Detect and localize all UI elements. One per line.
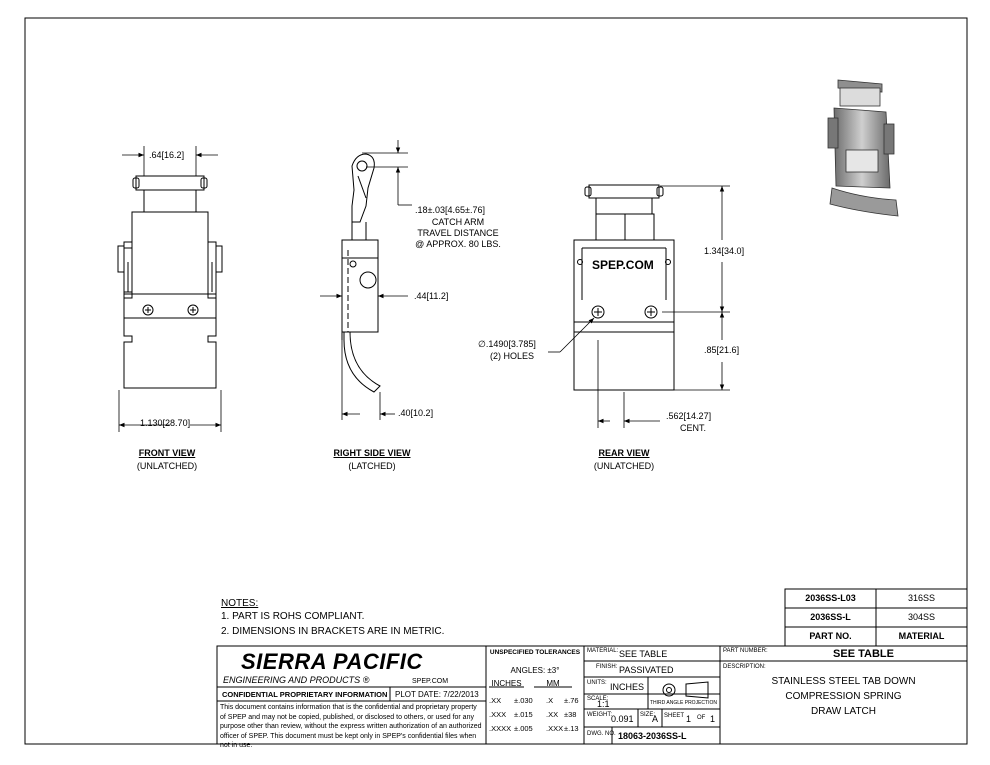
tolerance-row: ±.015 (514, 710, 533, 719)
tolerance-row: ±.76 (564, 696, 579, 705)
rear-bottom-note: CENT. (680, 423, 707, 433)
part-table-part: 2036SS-L03 (805, 593, 856, 603)
finish-value: PASSIVATED (619, 665, 674, 675)
tolerance-heading: UNSPECIFIED TOLERANCES (489, 649, 581, 656)
isometric-latch-render (827, 79, 899, 217)
front-view-title: FRONT VIEW (138, 448, 196, 458)
tolerance-inches-label: INCHES (491, 679, 522, 688)
size-value: A (652, 714, 659, 724)
tolerance-row: .XX (489, 696, 502, 705)
part-table-part: 2036SS-L (810, 612, 851, 622)
scale-label: SCALE: (587, 696, 609, 702)
part-table-header-part: PART NO. (809, 631, 852, 641)
side-mid-dimension: .44[11.2] (414, 291, 449, 301)
catch-note-line1: CATCH ARM (431, 217, 485, 227)
part-number-value: SEE TABLE (833, 648, 894, 660)
tolerance-row: ±.13 (564, 724, 579, 733)
part-table-header-material: MATERIAL (898, 631, 945, 641)
plot-date: PLOT DATE: 7/22/2013 (395, 690, 479, 699)
company-website: SPEP.COM (412, 678, 449, 685)
units-value: INCHES (610, 682, 645, 692)
front-view-subtitle: (UNLATCHED) (136, 461, 198, 471)
hole-count-note: (2) HOLES (490, 351, 535, 361)
sheet-value: 1 (686, 714, 692, 724)
rear-view-title: REAR VIEW (598, 448, 650, 458)
tolerance-angles: ANGLES: ±3° (510, 666, 560, 675)
finish-label: FINISH: (596, 664, 618, 670)
tolerance-row: ±38 (564, 710, 577, 719)
rear-view-subtitle: (UNLATCHED) (593, 461, 655, 471)
units-label: UNITS: (587, 680, 607, 686)
part-number-label: PART NUMBER: (723, 648, 768, 654)
catch-travel-dimension: .18±.03[4.65±.76] (415, 205, 485, 215)
description-label: DESCRIPTION: (723, 664, 766, 670)
company-logo: SIERRA PACIFIC (241, 649, 423, 674)
catch-note-line3: @ APPROX. 80 LBS. (415, 239, 501, 249)
tolerance-row: .X (546, 696, 554, 705)
confidential-heading: CONFIDENTIAL PROPRIETARY INFORMATION (222, 690, 388, 699)
material-value: SEE TABLE (619, 649, 668, 659)
description-line: DRAW LATCH (811, 706, 876, 717)
part-brand-mark: SPEP.COM (592, 258, 654, 272)
size-label: SIZE: (640, 712, 656, 718)
side-view-drawing (341, 153, 381, 393)
company-subtitle: ENGINEERING AND PRODUCTS ® (223, 675, 370, 685)
dwg-value: 18063-2036SS-L (618, 731, 687, 741)
confidential-text: This document contains information that … (220, 704, 482, 750)
rear-view-drawing (573, 184, 675, 391)
tolerance-row: .XXX (489, 710, 507, 719)
side-view-subtitle: (LATCHED) (348, 461, 396, 471)
weight-value: 0.091 (611, 714, 634, 724)
of-value: 1 (710, 714, 716, 724)
part-table-material: 304SS (907, 612, 936, 622)
projection-label: THIRD ANGLE PROJECTION (650, 700, 717, 706)
tolerance-row: ±.030 (514, 696, 533, 705)
tolerance-mm-label: MM (546, 679, 560, 688)
hole-diameter-dimension: ∅.1490[3.785] (478, 339, 536, 349)
weight-label: WEIGHT: (587, 712, 612, 718)
side-view-title: RIGHT SIDE VIEW (333, 448, 411, 458)
scale-value: 1:1 (597, 699, 610, 709)
notes-heading: NOTES: (221, 598, 259, 609)
catch-note-line2: TRAVEL DISTANCE (417, 228, 499, 238)
tolerance-row: .XX (546, 710, 559, 719)
front-bottom-dimension: 1.130[28.70] (140, 418, 191, 428)
note-item: 1. PART IS ROHS COMPLIANT. (221, 611, 365, 622)
dwg-label: DWG. NO. (587, 731, 616, 737)
part-table-material: 316SS (907, 593, 936, 603)
tolerance-row: .XXXX (489, 724, 512, 733)
of-label: OF (697, 715, 706, 721)
front-top-dimension: .64[16.2] (149, 150, 185, 160)
title-block (216, 588, 968, 745)
rear-bottom-dimension: .562[14.27] (666, 411, 712, 421)
rear-lower-dimension: .85[21.6] (704, 345, 740, 355)
description-line: STAINLESS STEEL TAB DOWN (771, 676, 916, 687)
note-item: 2. DIMENSIONS IN BRACKETS ARE IN METRIC. (221, 626, 445, 637)
tolerance-row: .XXX (546, 724, 564, 733)
rear-height-dimension: 1.34[34.0] (704, 246, 745, 256)
front-view-drawing (117, 175, 223, 389)
description-line: COMPRESSION SPRING (785, 691, 902, 702)
material-label: MATERIAL: (587, 648, 619, 654)
sheet-label: SHEET (664, 713, 685, 719)
tolerance-row: ±.005 (514, 724, 533, 733)
side-bottom-dimension: .40[10.2] (398, 408, 434, 418)
